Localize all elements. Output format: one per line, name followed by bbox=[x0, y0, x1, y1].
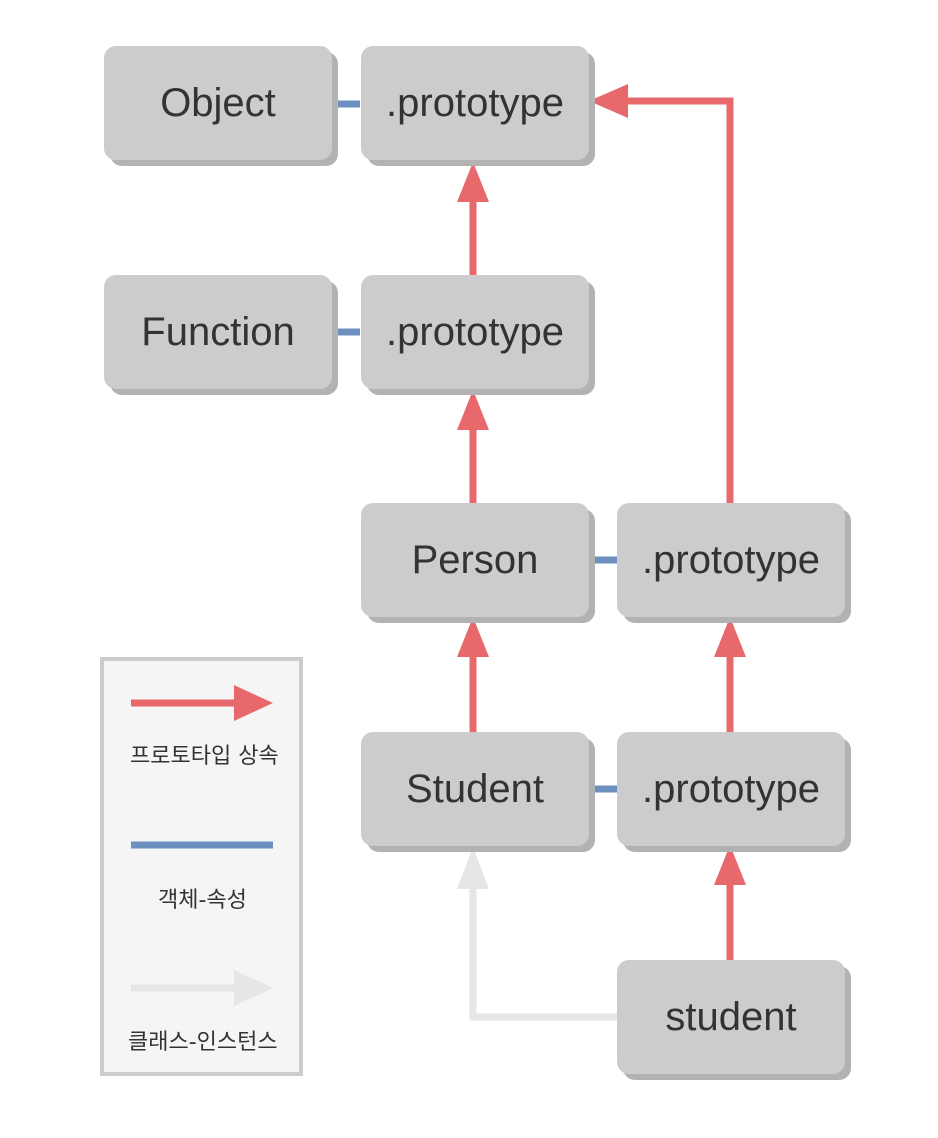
student-class-label: Student bbox=[361, 732, 589, 846]
function-prototype-node: .prototype bbox=[361, 275, 595, 395]
student-prototype-node: .prototype bbox=[617, 732, 851, 852]
function-prototype-to-object-prototype-arrow bbox=[457, 162, 489, 275]
legend-frame bbox=[100, 657, 303, 1076]
person-label: Person bbox=[361, 503, 589, 617]
object-prototype-label: .prototype bbox=[361, 46, 589, 160]
person-prototype-to-object-prototype-arrow bbox=[589, 84, 734, 503]
student-class-node: Student bbox=[361, 732, 595, 852]
student-instance-node: student bbox=[617, 960, 851, 1080]
legend-property-label: 객체-속성 bbox=[158, 888, 247, 913]
inheritance-arrows bbox=[457, 84, 746, 960]
person-prototype-label: .prototype bbox=[617, 503, 845, 617]
class-instance-arrow bbox=[457, 847, 617, 1021]
object-node: Object bbox=[104, 46, 338, 166]
legend bbox=[100, 657, 303, 1076]
student-to-person-arrow bbox=[457, 617, 489, 732]
legend-class-instance-arrow bbox=[131, 970, 273, 1006]
function-label: Function bbox=[104, 275, 332, 389]
student-instance-to-student-prototype-arrow bbox=[714, 845, 746, 960]
student-prototype-label: .prototype bbox=[617, 732, 845, 846]
object-prototype-node: .prototype bbox=[361, 46, 595, 166]
person-prototype-node: .prototype bbox=[617, 503, 851, 623]
legend-inheritance-arrow bbox=[131, 685, 273, 721]
student-instance-label: student bbox=[617, 960, 845, 1074]
function-prototype-label: .prototype bbox=[361, 275, 589, 389]
legend-class-instance-label: 클래스-인스턴스 bbox=[128, 1030, 278, 1055]
object-label: Object bbox=[104, 46, 332, 160]
function-node: Function bbox=[104, 275, 338, 395]
student-prototype-to-person-prototype-arrow bbox=[714, 617, 746, 732]
person-to-function-prototype-arrow bbox=[457, 390, 489, 503]
legend-inheritance-label: 프로토타입 상속 bbox=[130, 744, 279, 769]
person-node: Person bbox=[361, 503, 595, 623]
